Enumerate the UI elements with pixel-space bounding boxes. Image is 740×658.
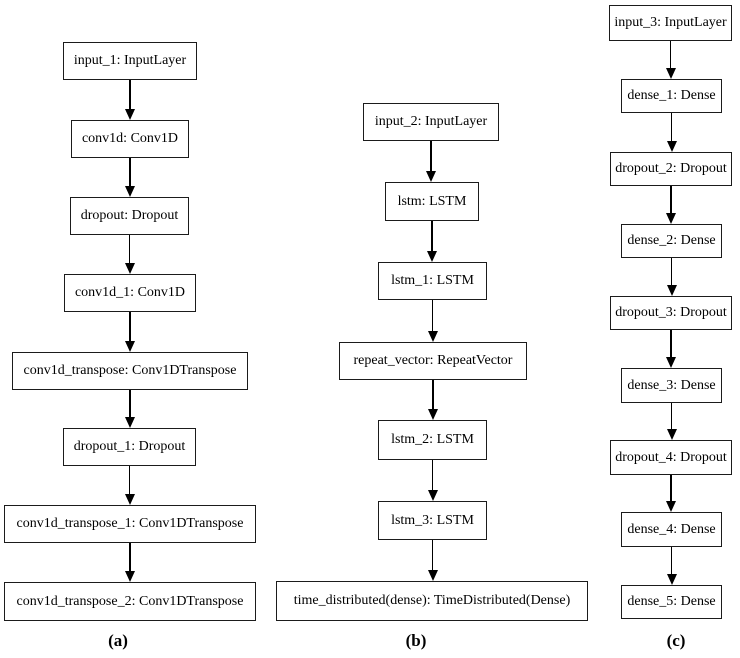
arrowhead-icon [666,213,676,224]
layer-node-a-5: dropout_1: Dropout [63,428,196,466]
edge-line-a-3 [128,235,131,265]
layer-node-a-1: conv1d: Conv1D [71,120,189,158]
edge-line-b-5 [431,460,434,492]
layer-node-b-3: repeat_vector: RepeatVector [339,342,527,380]
layer-node-c-0: input_3: InputLayer [609,5,732,41]
edge-line-c-5 [670,330,672,359]
arrowhead-icon [124,494,135,505]
arrowhead-icon [125,571,135,582]
arrowhead-icon [666,357,676,368]
arrowhead-icon [426,171,436,182]
edge-line-a-5 [129,390,131,419]
layer-node-b-2: lstm_1: LSTM [378,262,487,300]
caption-a: (a) [108,631,128,650]
arrowhead-icon [666,141,677,152]
arrowhead-icon [427,490,438,501]
edge-line-c-3 [670,186,672,215]
edge-line-c-6 [670,403,673,431]
layer-node-b-4: lstm_2: LSTM [378,420,487,460]
layer-node-c-5: dense_3: Dense [621,368,722,403]
arrowhead-icon [125,341,135,352]
edge-line-a-4 [129,312,131,343]
edge-line-b-1 [430,141,432,173]
arrowhead-icon [428,409,438,420]
edge-line-b-4 [432,380,434,411]
arrowhead-icon [666,429,677,440]
edge-line-c-7 [670,475,672,503]
edge-line-c-8 [670,547,673,576]
layer-node-a-4: conv1d_transpose: Conv1DTranspose [12,352,248,390]
layer-node-c-1: dense_1: Dense [621,79,722,113]
arrowhead-icon [125,417,135,428]
arrowhead-icon [427,331,438,342]
edge-line-c-1 [669,41,672,70]
arrowhead-icon [666,285,677,296]
edge-line-c-4 [670,258,673,287]
edge-line-a-6 [128,466,131,496]
arrowhead-icon [665,68,676,79]
layer-node-b-6: time_distributed(dense): TimeDistributed… [276,581,588,621]
caption-b: (b) [405,631,427,650]
edge-line-a-1 [129,80,131,111]
layer-node-a-2: dropout: Dropout [70,197,189,235]
layer-node-c-3: dense_2: Dense [621,224,722,258]
layer-node-b-5: lstm_3: LSTM [378,501,487,540]
layer-node-b-0: input_2: InputLayer [363,103,499,141]
edge-line-b-2 [431,221,433,253]
layer-node-a-0: input_1: InputLayer [63,42,197,80]
layer-node-a-3: conv1d_1: Conv1D [64,274,196,312]
layer-node-c-4: dropout_3: Dropout [610,296,732,330]
arrowhead-icon [124,263,135,274]
layer-node-b-1: lstm: LSTM [385,182,479,221]
arrowhead-icon [666,501,676,512]
edge-line-c-2 [670,113,673,143]
layer-node-a-6: conv1d_transpose_1: Conv1DTranspose [4,505,256,543]
arrowhead-icon [125,109,135,120]
arrowhead-icon [427,251,437,262]
edge-line-a-2 [129,158,131,188]
layer-node-c-7: dense_4: Dense [621,512,722,547]
layer-node-c-2: dropout_2: Dropout [610,152,732,186]
layer-node-c-6: dropout_4: Dropout [610,440,732,475]
edge-line-a-7 [129,543,131,573]
edge-line-b-3 [431,300,434,333]
arrowhead-icon [427,570,438,581]
arrowhead-icon [666,574,677,585]
edge-line-b-6 [431,540,434,572]
layer-node-a-7: conv1d_transpose_2: Conv1DTranspose [4,582,256,621]
layer-node-c-8: dense_5: Dense [621,585,722,619]
arrowhead-icon [125,186,135,197]
caption-c: (c) [666,631,686,650]
